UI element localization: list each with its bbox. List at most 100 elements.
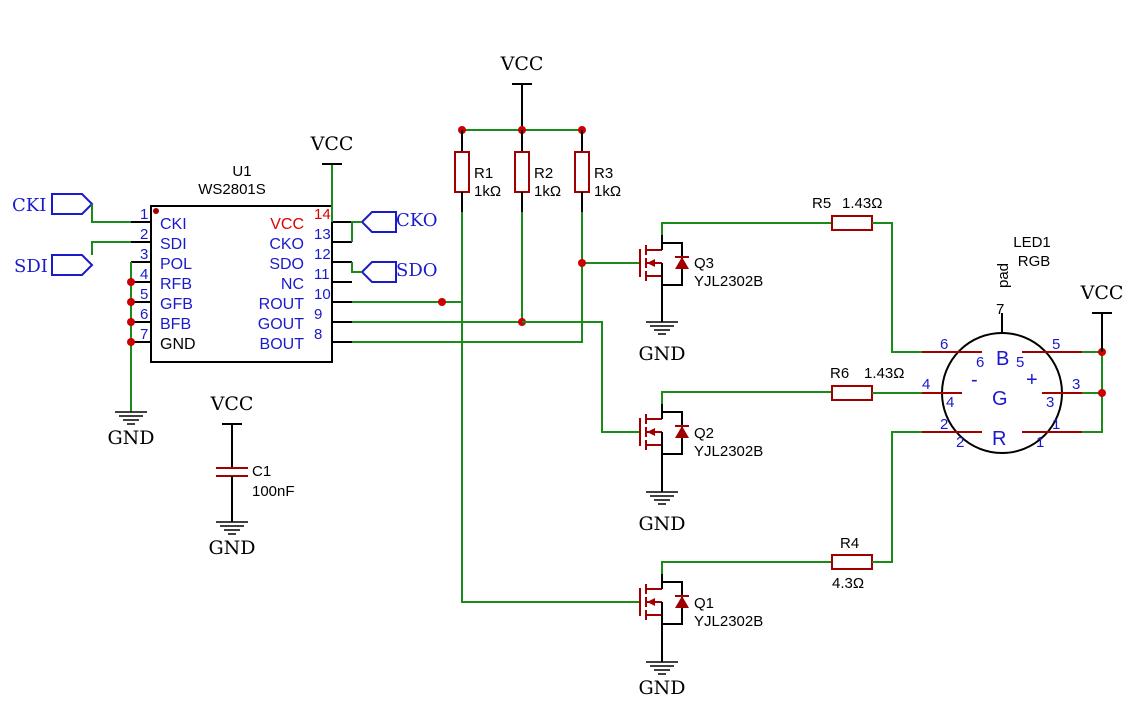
led1-pin-number: 4 xyxy=(946,394,954,411)
r3-value: 1kΩ xyxy=(594,183,621,200)
vcc-label: VCC xyxy=(310,133,354,155)
led1-pin-number: 3 xyxy=(1046,394,1054,411)
u1-pin-number: 1 xyxy=(140,206,148,223)
u1-pin-number: 9 xyxy=(314,306,322,323)
led1-pin-number: 4 xyxy=(922,376,930,393)
led1-pin-number: 6 xyxy=(940,336,948,353)
r6-resistor: R6 1.43Ω xyxy=(830,365,922,401)
r4-value: 4.3Ω xyxy=(832,575,864,592)
c1-capacitor: VCC GND C1 100nF xyxy=(208,393,294,559)
u1-pin1-marker xyxy=(153,208,159,214)
q1-part: YJL2302B xyxy=(694,613,763,630)
r1-ref: R1 xyxy=(474,165,493,182)
q2-mosfet: GND Q2 YJL2302B xyxy=(638,391,832,535)
r3-body xyxy=(574,151,590,193)
u1-pin-number: 8 xyxy=(314,326,322,343)
led1-plus-label: + xyxy=(1026,369,1038,391)
q2-part: YJL2302B xyxy=(694,443,763,460)
sdo-net-label: SDO xyxy=(396,260,438,281)
led1-pin-number: 6 xyxy=(976,354,984,371)
u1-pin-name: SDI xyxy=(160,236,187,253)
u1-part: WS2801S xyxy=(198,181,266,198)
c1-value: 100nF xyxy=(252,483,295,500)
r3-ref: R3 xyxy=(594,165,613,182)
u1-body xyxy=(150,205,333,363)
u1-right-leads xyxy=(332,221,352,343)
led1-rgb: VCC LED1 RGB pad 7 B G R + - 6 5 4 3 2 1… xyxy=(922,234,1124,454)
q1-mosfet: GND Q1 YJL2302B xyxy=(638,561,832,699)
r1-body xyxy=(454,151,470,193)
led1-pad-label: pad xyxy=(995,263,1012,288)
r6-value: 1.43Ω xyxy=(864,365,904,382)
led1-ref: LED1 xyxy=(1013,234,1051,251)
u1-pin-number: 4 xyxy=(140,266,148,283)
u1-pin-number: 2 xyxy=(140,226,148,243)
output-nets xyxy=(352,212,640,603)
led1-pin-number: 2 xyxy=(956,434,964,451)
u1-pin-name: GND xyxy=(160,336,196,353)
gnd-label: GND xyxy=(208,537,255,559)
r4-resistor: R4 4.3Ω xyxy=(831,431,922,592)
u1-pin-name: SDO xyxy=(269,256,304,273)
cki-net-flag: CKI xyxy=(12,193,131,223)
u1-pin-number: 3 xyxy=(140,246,148,263)
u1-pin-name: RFB xyxy=(160,276,192,293)
led1-red-label: R xyxy=(992,428,1006,450)
u1-pin-number: 12 xyxy=(314,246,331,263)
led1-pin-number: 1 xyxy=(1036,434,1044,451)
u1-chip: U1 WS2801S 1 2 3 4 5 6 7 xyxy=(131,163,352,363)
ground-icon xyxy=(645,661,679,675)
gnd-label: GND xyxy=(638,513,685,535)
sdi-net-label: SDI xyxy=(14,256,48,277)
ground-icon xyxy=(645,491,679,505)
u1-pin-name: VCC xyxy=(270,216,304,233)
vcc-label: VCC xyxy=(1080,282,1124,304)
pullup-resistors: VCC R1 1kΩ R2 1kΩ R3 1kΩ xyxy=(454,53,621,212)
gnd-label: GND xyxy=(107,427,154,449)
u1-pin-name: CKO xyxy=(269,236,304,253)
led1-pin-number: 2 xyxy=(940,416,948,433)
gnd-label: GND xyxy=(638,343,685,365)
r2-value: 1kΩ xyxy=(534,183,561,200)
led1-pin-number: 5 xyxy=(1052,336,1060,353)
r5-resistor: R5 1.43Ω xyxy=(812,195,922,353)
cko-net-flag: CKO xyxy=(351,210,438,242)
cko-net-label: CKO xyxy=(396,210,438,231)
led1-part: RGB xyxy=(1018,253,1051,270)
u1-pin-number: 5 xyxy=(140,286,148,303)
led1-pin-number: 3 xyxy=(1072,376,1080,393)
u1-designator: U1 xyxy=(232,163,251,180)
led1-pin-number: 7 xyxy=(996,301,1004,318)
u1-pin-name: ROUT xyxy=(259,296,305,313)
u1-pin-number: 6 xyxy=(140,306,148,323)
u1-pin-name: GOUT xyxy=(258,316,304,333)
r2-body xyxy=(514,151,530,193)
u1-pin-number: 10 xyxy=(314,286,331,303)
u1-pin-number: 13 xyxy=(314,226,331,243)
u1-pin-name: BFB xyxy=(160,316,191,333)
led1-blue-label: B xyxy=(996,348,1009,370)
u1-pin-name: POL xyxy=(160,256,192,273)
u1-pin-name: GFB xyxy=(160,296,193,313)
u1-pin-number: 14 xyxy=(314,206,331,223)
u1-pin-name: BOUT xyxy=(260,336,305,353)
ground-icon xyxy=(115,411,147,425)
q2-ref: Q2 xyxy=(694,425,714,442)
q3-mosfet: GND Q3 YJL2302B xyxy=(638,222,832,365)
gnd-label: GND xyxy=(638,677,685,699)
u1-vcc: VCC xyxy=(310,133,354,222)
q3-ref: Q3 xyxy=(694,255,714,272)
u1-pin-number: 11 xyxy=(314,266,330,283)
led1-green-label: G xyxy=(992,388,1008,410)
sdo-net-flag: SDO xyxy=(351,260,438,283)
ground-icon xyxy=(216,521,248,535)
r6-ref: R6 xyxy=(830,365,849,382)
r2-ref: R2 xyxy=(534,165,553,182)
sdi-net-flag: SDI xyxy=(14,241,131,277)
q3-part: YJL2302B xyxy=(694,273,763,290)
ground-icon xyxy=(645,321,679,335)
led1-pin-number: 5 xyxy=(1016,354,1024,371)
u1-pin-number: 7 xyxy=(140,326,148,343)
vcc-label: VCC xyxy=(500,53,544,75)
